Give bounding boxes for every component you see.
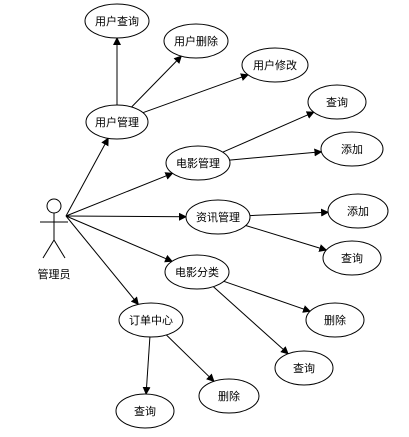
use-case-label: 查询 <box>341 251 363 265</box>
actor-right-leg <box>53 239 66 259</box>
use-case-ellipse <box>163 23 229 59</box>
relation-arrow-user_mgmt-to-user_delete <box>131 55 182 108</box>
use-case-label: 用户修改 <box>253 58 297 72</box>
use-case-mm-add: 添加 <box>320 131 384 167</box>
use-case-label: 订单中心 <box>129 314 173 327</box>
use-case-nm-add: 添加 <box>327 193 389 229</box>
relation-arrow-news_mgmt-to-nm_query <box>245 225 328 252</box>
use-case-label: 电影管理 <box>176 156 220 170</box>
use-case-user-query: 用户查询 <box>84 3 150 39</box>
use-case-mc-delete: 删除 <box>305 302 365 338</box>
relation-lines <box>65 37 330 395</box>
use-case-movie-mgmt: 电影管理 <box>165 145 231 181</box>
use-case-ellipse <box>85 104 149 140</box>
use-case-label: 电影分类 <box>175 265 219 279</box>
use-case-label: 用户删除 <box>174 34 218 48</box>
relation-arrow-order_center-to-oc_query <box>142 336 151 395</box>
relation-arrow-admin-to-user_mgmt <box>65 137 109 217</box>
relation-arrow-order_center-to-oc_delete <box>165 334 215 382</box>
relation-arrow-movie_cat-to-mc_delete <box>223 280 312 313</box>
use-case-ellipse <box>164 254 230 290</box>
use-case-user-mgmt: 用户管理 <box>85 104 149 140</box>
use-case-mm-query: 查询 <box>307 84 367 120</box>
use-case-label: 添加 <box>347 204 369 218</box>
use-case-user-delete: 用户删除 <box>163 23 229 59</box>
relation-arrow-user_mgmt-to-user_edit <box>142 73 249 114</box>
use-case-ellipse <box>115 393 175 429</box>
relation-arrow-admin-to-news_mgmt <box>65 212 187 221</box>
use-case-label: 查询 <box>326 95 348 109</box>
use-case-label: 用户查询 <box>95 14 139 28</box>
relation-arrow-admin-to-movie_cat <box>65 215 174 263</box>
use-case-label: 查询 <box>134 404 156 418</box>
use-case-ellipse <box>198 378 260 414</box>
relation-arrow-admin-to-movie_mgmt <box>65 172 174 217</box>
relation-arrow-admin-to-order_center <box>65 215 139 306</box>
actor-label: 管理员 <box>38 267 71 281</box>
relation-arrow-movie_mgmt-to-mm_add <box>229 148 323 161</box>
use-case-oc-query: 查询 <box>115 393 175 429</box>
use-case-ellipse <box>118 302 184 338</box>
use-case-label: 删除 <box>324 313 346 327</box>
use-case-mc-query: 查询 <box>274 350 334 386</box>
relation-arrow-news_mgmt-to-nm_add <box>249 208 330 217</box>
use-case-nm-query: 查询 <box>322 240 382 276</box>
use-case-ellipse <box>322 240 382 276</box>
use-case-user-edit: 用户修改 <box>241 47 309 83</box>
use-case-label: 查询 <box>293 361 315 375</box>
actor-head <box>46 198 62 214</box>
actor-left-leg <box>42 239 55 259</box>
use-case-ellipse <box>165 145 231 181</box>
use-case-order-center: 订单中心 <box>118 302 184 338</box>
use-case-ellipse <box>84 3 150 39</box>
use-case-oc-delete: 删除 <box>198 378 260 414</box>
use-case-label: 删除 <box>218 389 240 403</box>
use-case-ellipse <box>305 302 365 338</box>
use-case-ellipse <box>327 193 389 229</box>
use-case-label: 用户管理 <box>95 115 139 129</box>
use-case-label: 添加 <box>341 142 363 156</box>
use-case-nodes: 用户查询用户删除用户修改用户管理电影管理查询添加资讯管理添加查询电影分类删除查询… <box>84 3 389 429</box>
use-case-label: 资讯管理 <box>196 210 240 224</box>
relation-arrow-movie_mgmt-to-mm_query <box>222 111 315 153</box>
use-case-movie-cat: 电影分类 <box>164 254 230 290</box>
use-case-ellipse <box>307 84 367 120</box>
use-case-ellipse <box>320 131 384 167</box>
use-case-ellipse <box>241 47 309 83</box>
use-case-news-mgmt: 资讯管理 <box>185 199 251 235</box>
relation-arrow-movie_cat-to-mc_query <box>212 286 289 355</box>
use-case-ellipse <box>274 350 334 386</box>
actor-admin: 管理员 <box>38 198 71 281</box>
use-case-ellipse <box>185 199 251 235</box>
